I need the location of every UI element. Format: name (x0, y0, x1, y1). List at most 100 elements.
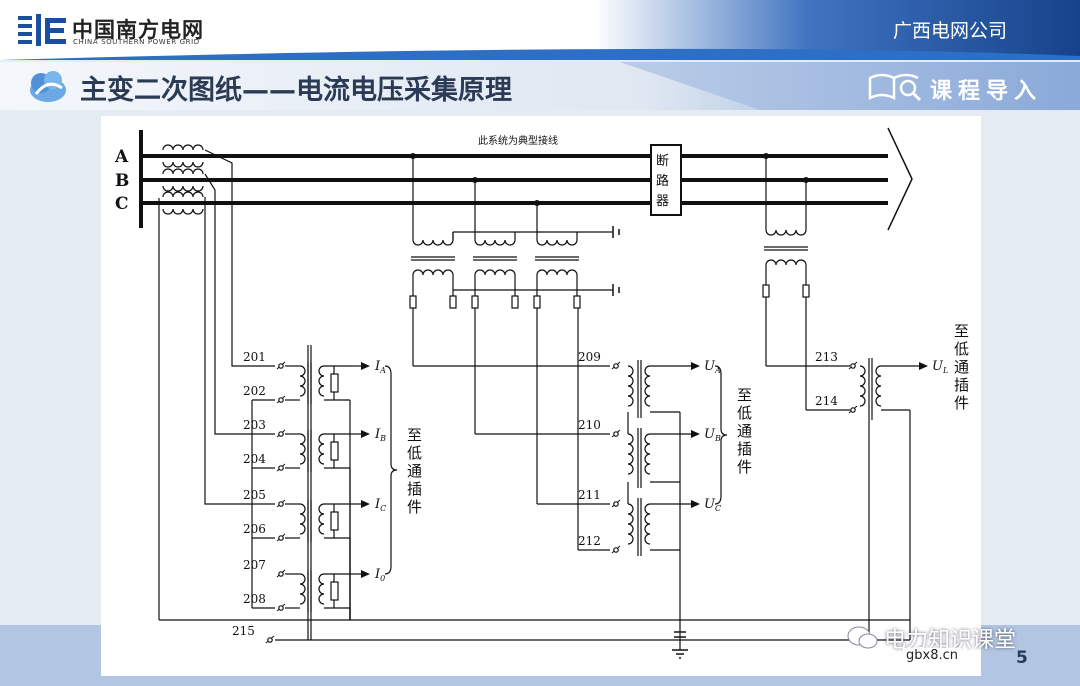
arrow-head (919, 362, 928, 370)
destination-label: 件 (407, 498, 422, 516)
destination-label: 至 (737, 386, 752, 404)
brace (384, 365, 398, 575)
pt-secondary (412, 269, 454, 276)
ct-primary (299, 503, 306, 535)
ct-winding (162, 161, 204, 168)
phase-label-A: A (114, 147, 129, 167)
ct-lead-a (204, 149, 275, 367)
terminal (278, 571, 284, 577)
destination-label: 低 (737, 404, 752, 422)
terminal (278, 465, 284, 471)
pt-primary (474, 239, 516, 246)
current-terminal-202: 202 (243, 384, 266, 398)
vt-secondary (644, 433, 651, 475)
current-terminal-204: 204 (243, 452, 266, 466)
arrow-head (691, 500, 700, 508)
destination-label: 通 (954, 358, 969, 376)
breaker-label: 器 (656, 194, 669, 209)
logo-text-cn: 中国南方电网 (72, 18, 204, 42)
line-terminal-214: 214 (815, 394, 838, 408)
terminal (613, 547, 619, 553)
current-terminal-206: 206 (243, 522, 266, 536)
current-output-2: IC (374, 497, 386, 513)
current-output-3: I0 (374, 567, 385, 583)
brace (714, 365, 728, 505)
voltage-output-0: UA (704, 359, 721, 375)
terminal (850, 407, 856, 413)
destination-label: 通 (407, 462, 422, 480)
pt-primary (412, 239, 454, 246)
fuse (802, 284, 810, 298)
csg-logo-icon (18, 14, 66, 46)
ct-lead-b (204, 173, 275, 435)
terminal (613, 431, 619, 437)
common-terminal: 215 (232, 624, 255, 638)
breaker-label: 路 (656, 173, 669, 189)
line-vt-secondary (875, 365, 882, 407)
terminal (267, 637, 273, 643)
pt-primary (536, 239, 578, 246)
fuse (471, 295, 479, 309)
current-terminal-205: 205 (243, 488, 266, 502)
book-search-icon (868, 73, 922, 102)
current-terminal-201: 201 (243, 350, 266, 364)
current-terminal-208: 208 (243, 592, 266, 606)
arrow-head (361, 500, 370, 508)
ct-primary (299, 573, 306, 605)
line-pt-secondary (765, 259, 807, 266)
terminal (613, 363, 619, 369)
destination-label: 插 (737, 440, 752, 458)
line-output: UL (932, 359, 948, 375)
arrow-head (361, 362, 370, 370)
terminal (850, 363, 856, 369)
cloud-icon (30, 71, 66, 102)
ct-winding (162, 168, 204, 175)
current-output-1: IB (374, 427, 386, 443)
voltage-terminal-211: 211 (578, 488, 601, 502)
breaker-label: 断 (656, 154, 669, 169)
voltage-terminal-212: 212 (578, 534, 601, 548)
page-title: 主变二次图纸——电流电压采集原理 (80, 75, 512, 106)
terminal (278, 535, 284, 541)
burden-resistor (330, 511, 339, 531)
phase-label-B: B (115, 171, 129, 191)
voltage-terminal-209: 209 (578, 350, 601, 364)
destination-label: 插 (407, 480, 422, 498)
line-pt-primary (765, 229, 807, 236)
line-terminal-213: 213 (815, 350, 838, 364)
pt-secondary (536, 269, 578, 276)
arrow-head (691, 430, 700, 438)
line-vt-primary (859, 365, 866, 407)
terminal (278, 363, 284, 369)
vt-primary (627, 503, 634, 545)
ct-secondary (318, 503, 325, 535)
logo-text-en: CHINA SOUTHERN POWER GRID (73, 38, 200, 46)
ct-secondary (318, 365, 325, 397)
fuse (449, 295, 457, 309)
voltage-terminal-210: 210 (578, 418, 601, 432)
vt-primary (627, 365, 634, 407)
section-label: 课程导入 (930, 79, 1043, 104)
page-number: 5 (1016, 648, 1028, 668)
arrow-head (361, 570, 370, 578)
bus-arrow (887, 127, 913, 231)
destination-label: 件 (737, 458, 752, 476)
burden-resistor (330, 441, 339, 461)
voltage-output-1: UB (704, 427, 721, 443)
vt-secondary (644, 503, 651, 545)
burden-resistor (330, 581, 339, 601)
fuse (409, 295, 417, 309)
fuse (573, 295, 581, 309)
wechat-icon (847, 626, 878, 649)
destination-label: 至 (407, 426, 422, 444)
current-terminal-203: 203 (243, 418, 266, 432)
burden-resistor (330, 373, 339, 393)
terminal (278, 501, 284, 507)
current-output-0: IA (374, 359, 386, 375)
diagram-note: 此系统为典型接线 (478, 134, 558, 147)
ct-winding (162, 144, 204, 151)
terminal (613, 501, 619, 507)
voltage-output-2: UC (704, 497, 721, 513)
ct-secondary (318, 573, 325, 605)
wiring-diagram: ABC此系统为典型接线断路器201202203204205206207208IA… (114, 127, 969, 659)
